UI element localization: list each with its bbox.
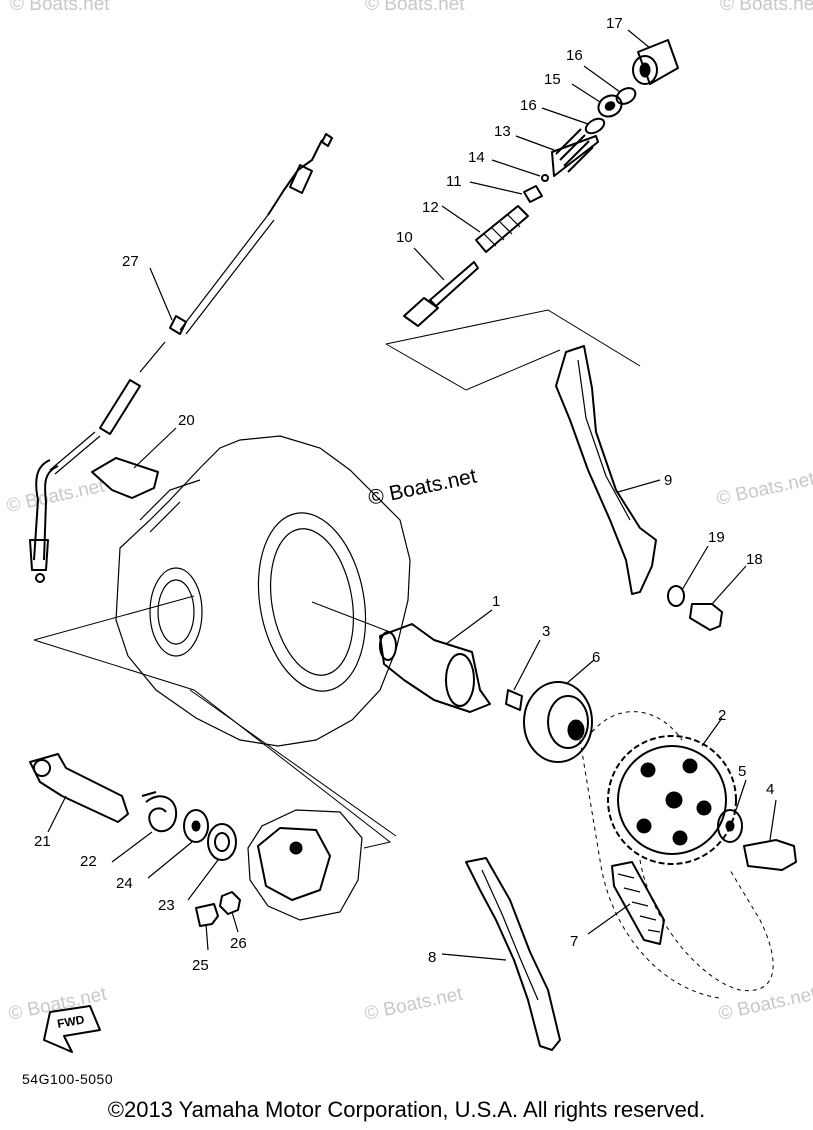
callout-8: 8 bbox=[428, 949, 436, 966]
chain-guide-arm bbox=[555, 345, 661, 595]
callout-19: 19 bbox=[708, 529, 725, 546]
cylinder-head bbox=[91, 427, 411, 747]
callout-16-lower: 16 bbox=[520, 97, 537, 114]
callout-26: 26 bbox=[230, 935, 247, 952]
watermark-mid-left: © Boats.net bbox=[5, 476, 107, 517]
callout-4: 4 bbox=[766, 781, 774, 798]
camshaft bbox=[379, 609, 493, 713]
decompression-cable bbox=[29, 133, 333, 583]
shaft-washer bbox=[147, 809, 209, 879]
callout-6: 6 bbox=[592, 649, 600, 666]
cover-nut bbox=[219, 891, 241, 933]
callout-3: 3 bbox=[542, 623, 550, 640]
callout-27: 27 bbox=[122, 253, 139, 270]
side-cover bbox=[247, 809, 363, 921]
callout-22: 22 bbox=[80, 853, 97, 870]
washer-and-bolt bbox=[667, 545, 747, 631]
sprocket-washer bbox=[717, 779, 747, 843]
callout-17: 17 bbox=[606, 15, 623, 32]
callout-2: 2 bbox=[718, 707, 726, 724]
fwd-label: FWD bbox=[56, 1012, 86, 1031]
callout-10: 10 bbox=[396, 229, 413, 246]
callout-20: 20 bbox=[178, 412, 195, 429]
callout-21: 21 bbox=[34, 833, 51, 850]
torsion-spring bbox=[111, 791, 178, 863]
watermark-bottom-center: © Boats.net bbox=[363, 984, 465, 1025]
callout-23: 23 bbox=[158, 897, 175, 914]
sprocket-bolt bbox=[743, 799, 797, 871]
callout-15: 15 bbox=[544, 71, 561, 88]
callout-11: 11 bbox=[446, 173, 462, 190]
callout-12: 12 bbox=[422, 199, 439, 216]
callout-24: 24 bbox=[116, 875, 133, 892]
watermark-top-right: © Boats.net bbox=[720, 0, 813, 15]
copyright-notice: ©2013 Yamaha Motor Corporation, U.S.A. A… bbox=[107, 1097, 706, 1122]
callout-5: 5 bbox=[738, 763, 746, 780]
callout-9: 9 bbox=[664, 472, 672, 489]
watermark-top-left: © Boats.net bbox=[10, 0, 110, 15]
callout-14: 14 bbox=[468, 149, 485, 166]
callout-13: 13 bbox=[494, 123, 511, 140]
callout-7: 7 bbox=[570, 933, 578, 950]
faint-watermarks: © Boats.net © Boats.net © Boats.net © Bo… bbox=[5, 0, 813, 1025]
watermark-top-center: © Boats.net bbox=[365, 0, 465, 15]
decompressor-hub bbox=[523, 659, 595, 763]
dowel-pin bbox=[505, 639, 541, 711]
drawing-code: 54G100-5050 bbox=[22, 1071, 113, 1087]
watermark-mid-right: © Boats.net bbox=[715, 469, 813, 510]
watermark-bottom-right: © Boats.net bbox=[717, 984, 813, 1025]
cam-sprocket bbox=[607, 717, 737, 865]
callout-1: 1 bbox=[492, 593, 500, 610]
chain-guide bbox=[441, 857, 561, 1051]
callout-18: 18 bbox=[746, 551, 763, 568]
callout-16-upper: 16 bbox=[566, 47, 583, 64]
decompression-shaft bbox=[29, 753, 129, 833]
valve-stack bbox=[385, 29, 679, 391]
fwd-arrow-icon: FWD bbox=[43, 1005, 101, 1053]
oil-seal bbox=[187, 823, 237, 901]
callout-25: 25 bbox=[192, 957, 209, 974]
cover-screw bbox=[195, 903, 219, 951]
cam-chain bbox=[587, 861, 665, 945]
